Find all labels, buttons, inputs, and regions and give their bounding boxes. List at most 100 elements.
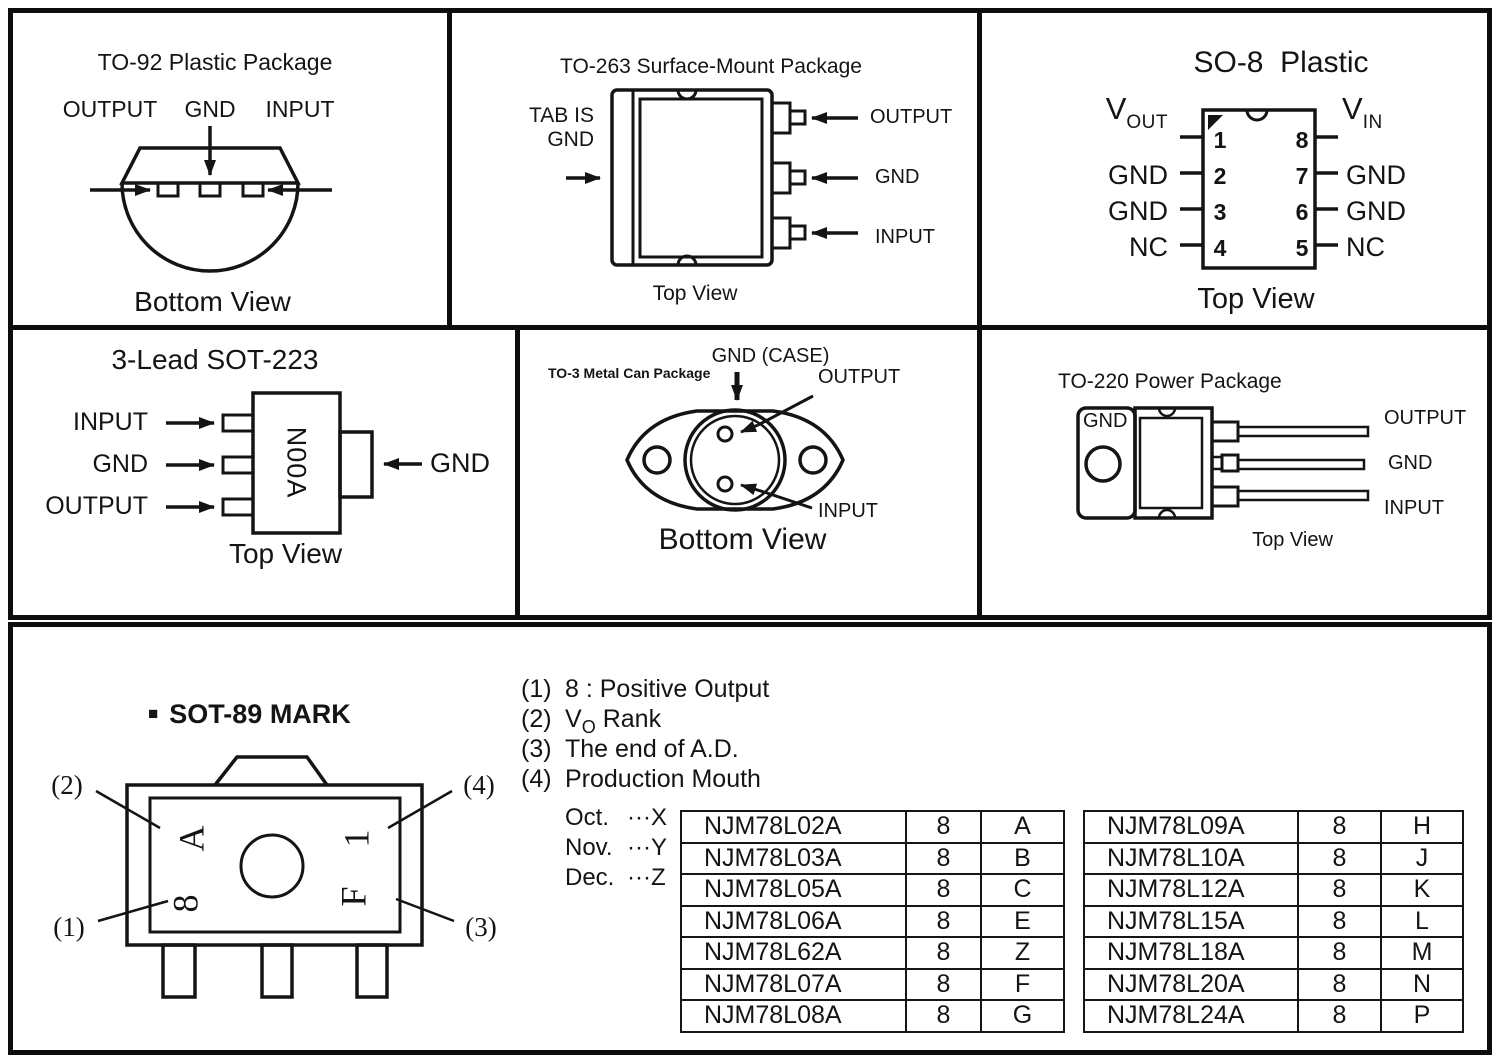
output-code-cell: 8	[905, 936, 982, 970]
sot89-note-3: (3)The end of A.D.	[521, 735, 739, 763]
to3-output-leader	[740, 420, 759, 434]
sot223-package-drawing	[166, 391, 422, 535]
panel-borders	[8, 8, 1492, 1055]
so8-pin-number-2: 2	[1213, 163, 1227, 189]
callout-3-leader	[395, 897, 455, 923]
to263-tab-label-line2: GND	[547, 128, 594, 151]
output-code-cell: 8	[1297, 936, 1382, 970]
output-code-cell: 8	[1297, 841, 1382, 875]
callout-1-leader	[97, 899, 169, 923]
output-code-cell: 8	[905, 904, 982, 938]
to3-output-label: OUTPUT	[818, 366, 901, 388]
part-number-cell: NJM78L03A	[680, 841, 907, 875]
so8-caption: Top View	[1197, 283, 1315, 315]
so8-right-pin-label-gnd6: GND	[1346, 196, 1406, 226]
sot223-caption: Top View	[228, 538, 343, 569]
rank-letter-cell: K	[1380, 873, 1464, 907]
to3-title: TO-3 Metal Can Package	[548, 365, 711, 381]
so8-pin-number-1: 1	[1213, 127, 1227, 153]
part-number-cell: NJM78L09A	[1083, 810, 1299, 844]
output-code-cell: 8	[1297, 904, 1382, 938]
rank-letter-cell: H	[1380, 810, 1464, 844]
callout-4-leader	[387, 789, 453, 830]
to3-input-label: INPUT	[818, 500, 878, 522]
part-number-cell: NJM78L12A	[1083, 873, 1299, 907]
rank-letter-cell: A	[980, 810, 1065, 844]
so8-left-pin-label-vout: VOUT	[1105, 91, 1168, 133]
to220-package-drawing	[1076, 406, 1370, 520]
month-code-oct: Oct.···X	[565, 804, 667, 831]
to263-caption: Top View	[652, 282, 738, 305]
rank-letter-cell: G	[980, 999, 1065, 1033]
to263-package-drawing	[566, 88, 858, 267]
to92-pin-label-output: OUTPUT	[62, 96, 158, 122]
to263-pin-label-output: OUTPUT	[870, 106, 953, 128]
to220-pin-label-input: INPUT	[1384, 497, 1444, 519]
to220-pin-label-output: OUTPUT	[1384, 407, 1467, 429]
sot89-package-drawing	[95, 755, 455, 999]
to3-input-leader	[740, 483, 765, 496]
output-code-cell: 8	[1297, 967, 1382, 1001]
part-number-cell: NJM78L06A	[680, 904, 907, 938]
sot89-callout-3: (3)	[465, 912, 497, 942]
part-number-cell: NJM78L24A	[1083, 999, 1299, 1033]
to263-pin-label-input: INPUT	[875, 226, 935, 248]
rank-letter-cell: N	[1380, 967, 1464, 1001]
so8-left-pin-label-gnd2: GND	[1108, 160, 1168, 190]
part-number-cell: NJM78L05A	[680, 873, 907, 907]
to3-gnd-case-label: GND (CASE)	[711, 345, 830, 367]
so8-pin-number-8: 8	[1295, 127, 1309, 153]
rank-letter-cell: C	[980, 873, 1065, 907]
to92-caption: Bottom View	[134, 286, 291, 317]
sot223-pin-label-input: INPUT	[73, 408, 148, 436]
output-code-cell: 8	[1297, 999, 1382, 1033]
to220-pin-label-gnd: GND	[1388, 452, 1433, 474]
output-code-cell: 8	[905, 841, 982, 875]
sot89-callout-4: (4)	[463, 770, 495, 800]
part-number-cell: NJM78L02A	[680, 810, 907, 844]
so8-pin-number-4: 4	[1213, 235, 1227, 261]
so8-pin-number-7: 7	[1295, 163, 1309, 189]
sot89-note-1: (1)8 : Positive Output	[521, 675, 770, 703]
part-number-cell: NJM78L15A	[1083, 904, 1299, 938]
to263-pin-label-gnd: GND	[875, 166, 920, 188]
so8-right-pin-label-nc: NC	[1346, 232, 1385, 262]
sot89-mark-month: F	[333, 886, 374, 907]
part-number-cell: NJM78L62A	[680, 936, 907, 970]
to3-package-drawing	[625, 372, 845, 512]
so8-pin-number-3: 3	[1213, 199, 1227, 225]
to3-caption: Bottom View	[658, 523, 827, 556]
rank-letter-cell: L	[1380, 904, 1464, 938]
to92-title: TO-92 Plastic Package	[97, 49, 333, 75]
sot223-title: 3-Lead SOT-223	[111, 344, 319, 375]
sot89-title: ■ SOT-89 MARK	[148, 699, 351, 729]
rank-letter-cell: F	[980, 967, 1065, 1001]
so8-pin-number-5: 5	[1295, 235, 1309, 261]
rank-letter-cell: Z	[980, 936, 1065, 970]
to92-pin-label-input: INPUT	[265, 96, 335, 122]
sot89-mark-output: 8	[165, 894, 206, 913]
callout-2-leader	[95, 789, 161, 830]
output-code-cell: 8	[905, 967, 982, 1001]
output-code-cell: 8	[905, 873, 982, 907]
part-number-cell: NJM78L10A	[1083, 841, 1299, 875]
so8-pin1-mark-icon	[1208, 115, 1223, 130]
so8-package-drawing	[1180, 108, 1338, 270]
sot223-tab-label-gnd: GND	[430, 448, 490, 478]
so8-left-pin-label-gnd3: GND	[1108, 196, 1168, 226]
output-code-cell: 8	[905, 999, 982, 1033]
to263-tab-label-line1: TAB IS	[529, 104, 594, 127]
